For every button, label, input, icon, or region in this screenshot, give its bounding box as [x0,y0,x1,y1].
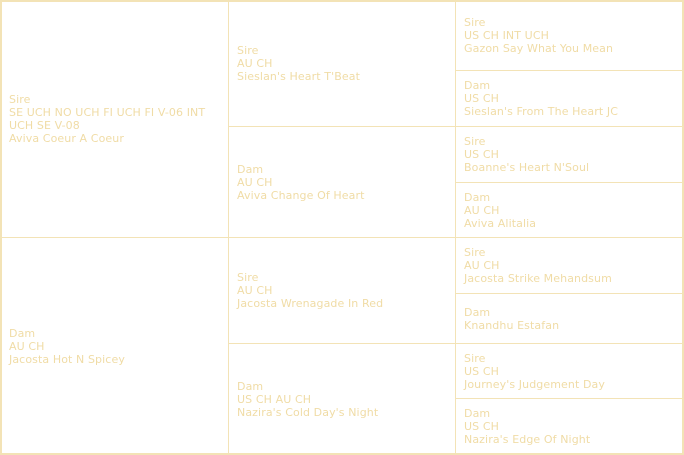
role-label: Sire [9,93,31,106]
sire-sire-cell: Sire AU CH Sieslan's Heart T'Beat [228,0,456,127]
dog-name: Nazira's Edge Of Night [464,433,591,446]
dog-name: Aviva Change Of Heart [237,188,365,202]
ddd-cell: Dam US CH Nazira's Edge Of Night [455,398,684,455]
sds-cell: Sire US CH Boanne's Heart N'Soul [455,126,684,183]
role-label: Dam [464,190,491,204]
role-label: Sire [237,271,259,284]
dog-name: Jacosta Strike Mehandsum [464,272,612,285]
role-label: Dam [9,326,36,340]
dam-dam-cell: Dam US CH AU CH Nazira's Cold Day's Nigh… [228,343,456,455]
title-list: SE UCH NO UCH FI UCH FI V-06 INT UCH SE … [9,106,206,132]
dog-name: Sieslan's From The Heart JC [464,105,618,118]
role-label: Dam [237,162,264,176]
dam-sire-cell: Sire AU CH Jacosta Wrenagade In Red [228,237,456,344]
title-list: AU CH [464,259,500,272]
sdd-cell: Dam AU CH Aviva Alitalia [455,182,684,238]
dog-name: Boanne's Heart N'Soul [464,161,590,174]
title-list: AU CH [237,175,273,189]
dog-name: Nazira's Cold Day's Night [237,405,379,419]
role-label: Dam [464,79,491,92]
title-list: US CH INT UCH [464,29,549,42]
title-list: AU CH [237,57,273,70]
title-list: US CH AU CH [237,392,312,406]
dog-name: Knandhu Estafan [464,318,560,332]
role-label: Sire [464,351,486,365]
dog-name: Jacosta Hot N Spicey [9,352,125,366]
role-label: Sire [464,135,486,148]
title-list: AU CH [464,203,500,217]
sire-dam-cell: Dam AU CH Aviva Change Of Heart [228,126,456,238]
dog-name: Journey's Judgement Day [464,377,606,391]
title-list: AU CH [237,284,273,297]
title-list: US CH [464,148,499,161]
dam-cell: Dam AU CH Jacosta Hot N Spicey [0,237,229,455]
title-list: AU CH [9,339,45,353]
role-label: Sire [464,246,486,259]
dog-name: Sieslan's Heart T'Beat [237,70,360,83]
title-list: US CH [464,364,499,378]
role-label: Dam [464,305,491,319]
role-label: Dam [237,379,264,393]
role-label: Sire [464,16,486,29]
role-label: Dam [464,407,491,420]
dog-name: Aviva Coeur A Coeur [9,132,124,145]
title-list: US CH [464,92,499,105]
role-label: Sire [237,44,259,57]
dsd-cell: Dam Knandhu Estafan [455,293,684,344]
dss-cell: Sire AU CH Jacosta Strike Mehandsum [455,237,684,294]
sire-cell: Sire SE UCH NO UCH FI UCH FI V-06 INT UC… [0,0,229,238]
title-list: US CH [464,420,499,433]
dog-name: Jacosta Wrenagade In Red [237,297,384,310]
sss-cell: Sire US CH INT UCH Gazon Say What You Me… [455,0,684,71]
dds-cell: Sire US CH Journey's Judgement Day [455,343,684,399]
dog-name: Gazon Say What You Mean [464,42,614,55]
dog-name: Aviva Alitalia [464,216,537,230]
ssd-cell: Dam US CH Sieslan's From The Heart JC [455,70,684,127]
